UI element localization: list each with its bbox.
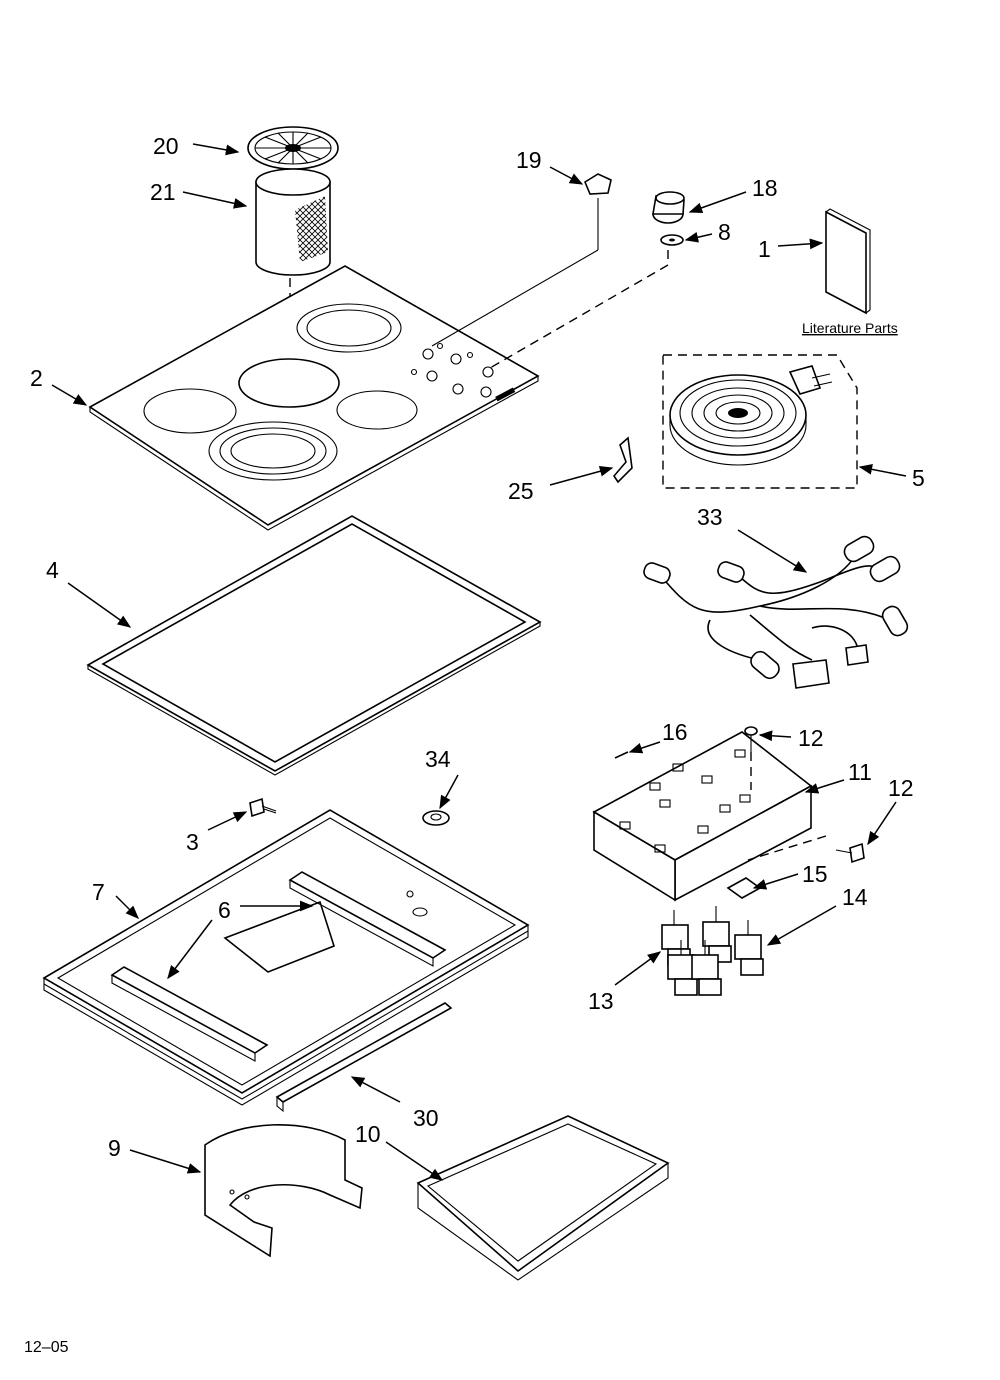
page-code: 12–05: [24, 1339, 69, 1356]
literature-parts-caption: Literature Parts: [802, 320, 898, 336]
part-1-literature: [825, 208, 871, 315]
callout-5: 5: [912, 465, 925, 491]
callout-12-top: 12: [798, 725, 824, 751]
part-14-switch-back: [734, 920, 764, 976]
part-9-heat-shield: [204, 1123, 363, 1258]
part-11-switch-bracket: [592, 731, 813, 902]
callout-20: 20: [153, 133, 179, 159]
part-30-strip: [275, 1002, 453, 1113]
callout-9: 9: [108, 1135, 121, 1161]
callout-10: 10: [355, 1121, 381, 1147]
callout-13: 13: [588, 988, 614, 1014]
part-18-knob: [652, 191, 685, 224]
part-34-grommet: [422, 810, 450, 826]
part-2-glass-cooktop: [88, 265, 540, 531]
callout-33: 33: [697, 504, 723, 530]
part-20-grate-cap: [247, 126, 339, 170]
part-16-pin: [614, 751, 629, 759]
callout-8: 8: [718, 219, 731, 245]
callout-21: 21: [150, 179, 176, 205]
part-12-screw-side: [835, 842, 865, 864]
callout-6: 6: [218, 897, 231, 923]
callout-labels: 20 21 19 18 8 1 Literature Parts 2 5 25 …: [24, 133, 925, 1356]
callout-34: 34: [425, 746, 451, 772]
part-8-washer: [660, 234, 684, 246]
part-4-gasket: [86, 515, 542, 776]
part-21-canister: [255, 168, 331, 276]
callout-2: 2: [30, 365, 43, 391]
leader-lines: [51, 143, 907, 1181]
part-3-screw: [249, 797, 277, 818]
part-25-clip: [612, 436, 633, 484]
part-12-screw-top: [744, 726, 758, 752]
callout-25: 25: [508, 478, 534, 504]
part-7-base-pan: [42, 809, 530, 1106]
callout-1: 1: [758, 236, 771, 262]
callout-4: 4: [46, 557, 59, 583]
part-13-switch-mid: [667, 940, 698, 996]
callout-12-side: 12: [888, 775, 914, 801]
callout-18: 18: [752, 175, 778, 201]
callout-7: 7: [92, 879, 105, 905]
callout-16: 16: [662, 719, 688, 745]
callout-14: 14: [842, 884, 868, 910]
callout-3: 3: [186, 829, 199, 855]
callout-15: 15: [802, 861, 828, 887]
part-10-frame: [416, 1115, 670, 1281]
part-6-bracket-lower: [110, 966, 269, 1062]
part-19-knob-insert: [583, 173, 612, 195]
part-6-bracket-upper: [288, 871, 447, 967]
part-14-switch-right: [702, 906, 732, 963]
part-33-wire-harness: [643, 535, 909, 689]
callout-19: 19: [516, 147, 542, 173]
part-5-radiant-element: [662, 354, 858, 489]
callout-11: 11: [848, 759, 872, 785]
part-14-switch-front: [691, 940, 722, 996]
callout-30: 30: [413, 1105, 439, 1131]
